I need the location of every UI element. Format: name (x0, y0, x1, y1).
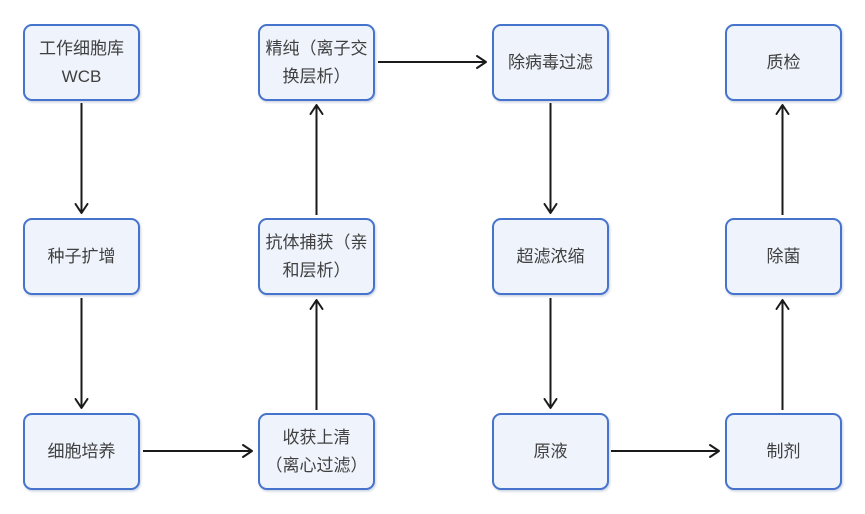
flow-node-sterile-filtration: 除菌 (725, 218, 842, 295)
node-label: 收获上清 （离心过滤） (265, 428, 368, 475)
flow-node-antibody-capture: 抗体捕获（亲 和层析） (258, 218, 375, 295)
node-label: 质检 (766, 52, 801, 72)
flow-node-quality-control: 质检 (725, 24, 842, 101)
node-label: 精纯（离子交 换层析） (265, 39, 368, 86)
node-label: 抗体捕获（亲 和层析） (265, 233, 368, 280)
node-label: 除菌 (766, 246, 801, 266)
node-label: 原液 (533, 441, 568, 461)
flow-node-wcb: 工作细胞库 WCB (23, 24, 140, 101)
flow-node-formulation: 制剂 (725, 413, 842, 490)
flow-node-seed-expansion: 种子扩增 (23, 218, 140, 295)
node-label: 制剂 (766, 441, 801, 461)
flow-node-cell-culture: 细胞培养 (23, 413, 140, 490)
flow-node-bulk-solution: 原液 (492, 413, 609, 490)
flow-node-polishing: 精纯（离子交 换层析） (258, 24, 375, 101)
node-label: 工作细胞库 WCB (39, 39, 124, 86)
node-label: 种子扩增 (47, 246, 116, 266)
node-label: 除病毒过滤 (508, 52, 593, 72)
flow-node-uf-concentration: 超滤浓缩 (492, 218, 609, 295)
node-label: 细胞培养 (47, 441, 116, 461)
flow-node-harvest: 收获上清 （离心过滤） (258, 413, 375, 490)
node-label: 超滤浓缩 (516, 246, 585, 266)
flow-node-viral-filtration: 除病毒过滤 (492, 24, 609, 101)
